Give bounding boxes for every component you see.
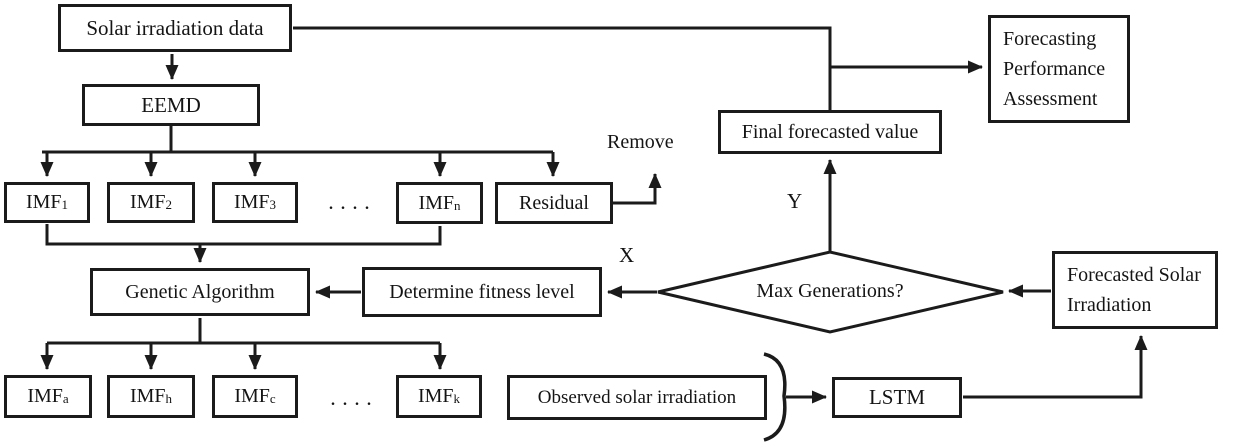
imf3-base: IMF — [233, 191, 270, 213]
node-max-generations: Max Generations? — [756, 280, 904, 302]
node-observed-solar-irradiation: Observed solar irradiation — [507, 375, 767, 420]
imf3-sub: 3 — [269, 197, 277, 212]
imf2-base: IMF — [129, 191, 166, 213]
imfc-base: IMF — [234, 385, 270, 407]
imf1-base: IMF — [25, 191, 62, 213]
ellipsis-bottom: . . . . — [331, 392, 373, 409]
imfc-sub: c — [269, 391, 276, 406]
imfa-base: IMF — [27, 385, 63, 407]
node-eemd: EEMD — [82, 84, 260, 126]
imf1-sub: 1 — [61, 197, 69, 212]
node-determine-fitness: Determine fitness level — [362, 267, 602, 317]
imfa-sub: a — [62, 391, 69, 406]
label-branch-y: Y — [787, 189, 803, 213]
imfk-base: IMF — [417, 385, 454, 407]
imfh-base: IMF — [129, 385, 166, 407]
edge-residual-remove — [613, 173, 662, 205]
grouping-brace — [763, 352, 787, 442]
imfn-sub: n — [454, 197, 461, 213]
node-forecasting-performance-assessment: Forecasting Performance Assessment — [988, 15, 1130, 123]
imfh-sub: h — [165, 391, 173, 406]
decision-diamond-shape — [657, 250, 1004, 334]
node-final-forecasted-value: Final forecasted value — [718, 110, 942, 154]
imfn-base: IMF — [418, 191, 455, 214]
edge-solar-top-route — [293, 26, 832, 110]
imfk-sub: k — [453, 391, 461, 406]
node-residual: Residual — [495, 182, 613, 224]
node-lstm: LSTM — [832, 377, 962, 418]
edge-lstm-to-forecast — [963, 335, 1148, 399]
imf2-sub: 2 — [165, 197, 173, 212]
ellipsis-top: . . . . — [329, 196, 371, 213]
node-forecasted-solar-irradiation: Forecasted Solar Irradiation — [1052, 251, 1218, 329]
label-branch-x: X — [619, 243, 635, 267]
edge-imf-collector — [45, 224, 442, 246]
node-solar-irradiation-data: Solar irradiation data — [58, 4, 292, 52]
label-remove: Remove — [607, 131, 674, 153]
node-genetic-algorithm: Genetic Algorithm — [90, 268, 310, 316]
